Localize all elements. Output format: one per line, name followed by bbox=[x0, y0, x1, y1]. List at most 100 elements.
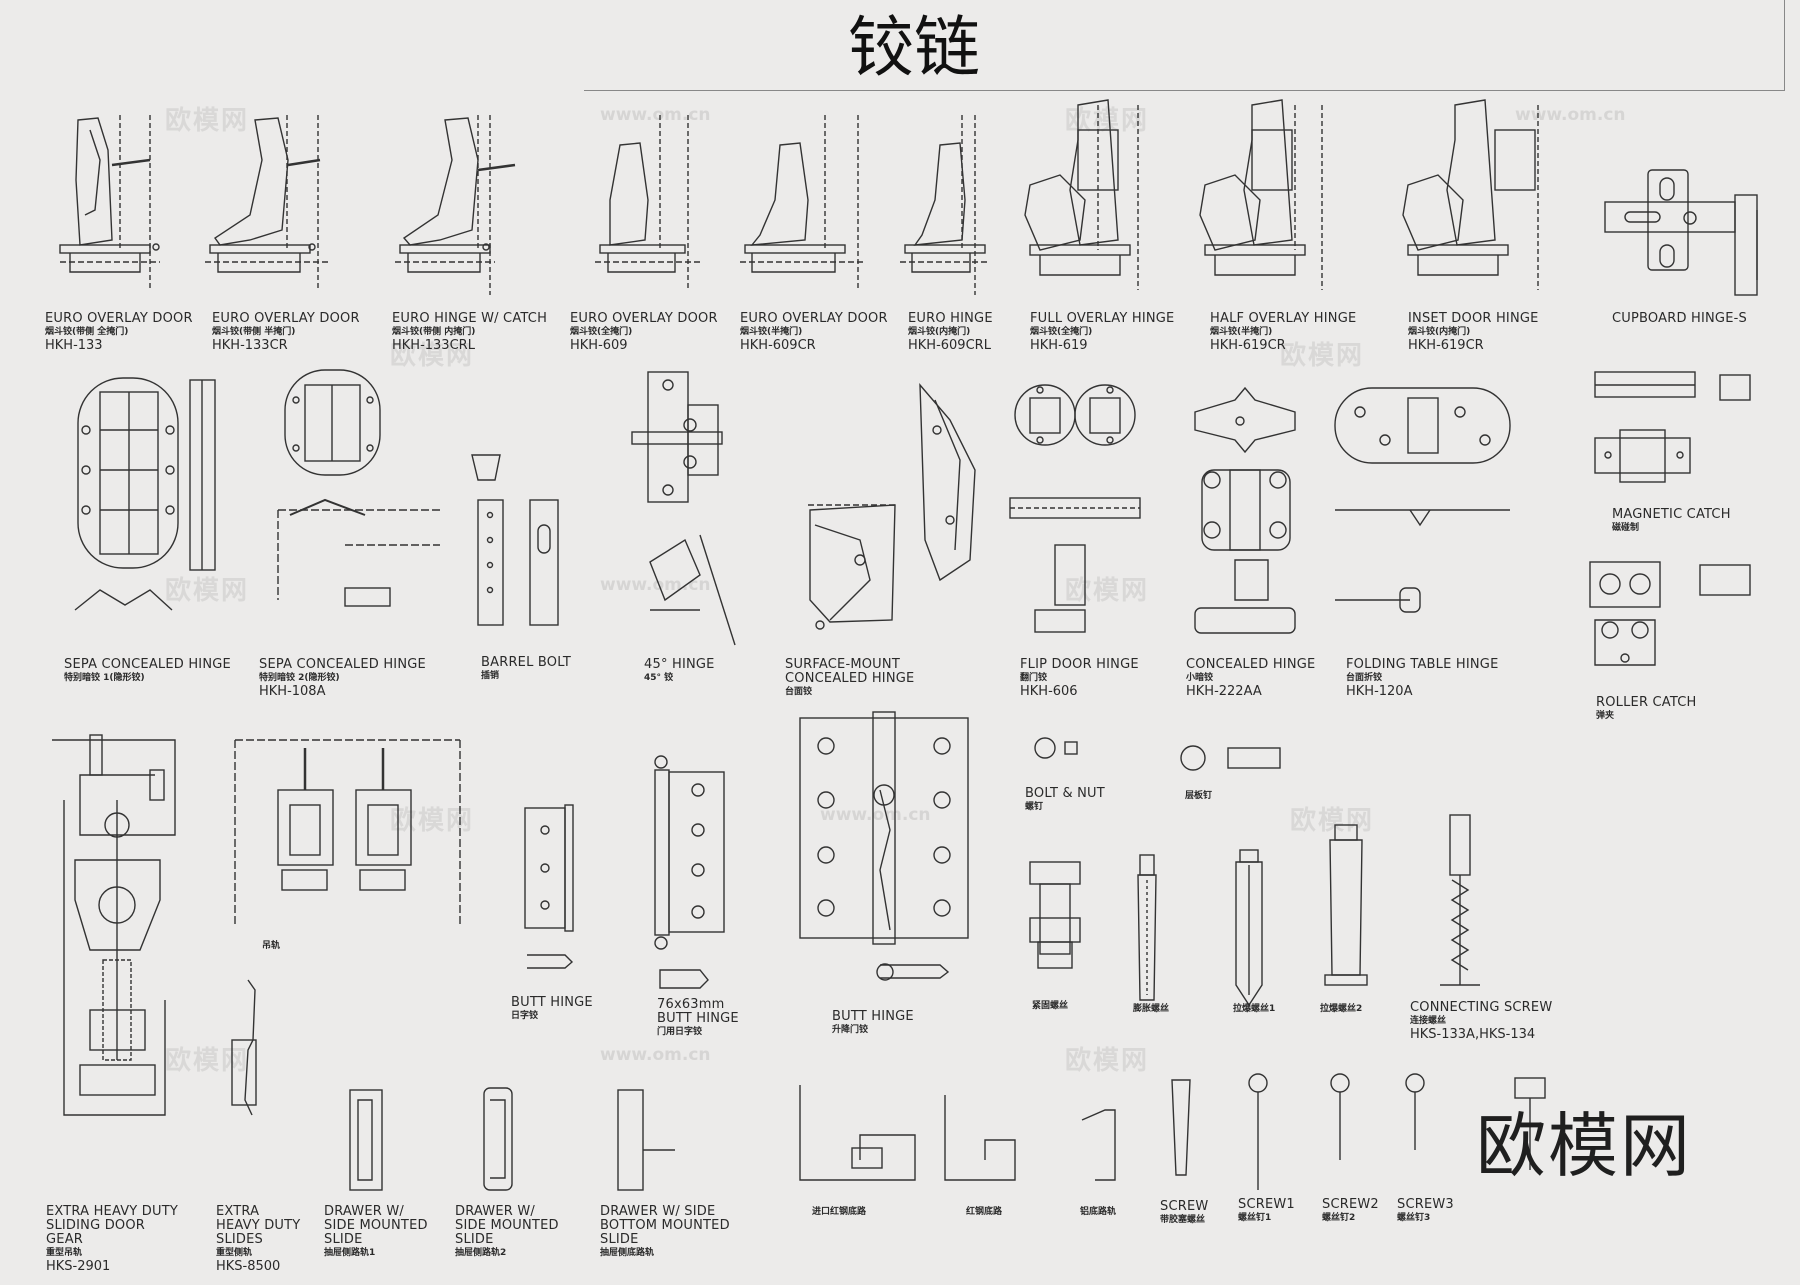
drawing-barrel-bolt bbox=[471, 454, 559, 626]
drawing-sepa-concealed-hinge-2 bbox=[277, 369, 440, 607]
drawing-butt-hinge-rising bbox=[799, 711, 969, 981]
drawing-concealed-hinge bbox=[1194, 386, 1296, 634]
drawing-drawer-slide-2 bbox=[483, 1087, 513, 1191]
drawing-imported-red-rail bbox=[799, 1085, 916, 1181]
watermark: 欧模网 bbox=[1290, 806, 1375, 836]
watermark-url: www.om.cn bbox=[600, 105, 711, 125]
watermark: 欧模网 bbox=[1065, 576, 1150, 606]
drawing-expansion-screw bbox=[1137, 854, 1157, 1001]
watermark: 欧模网 bbox=[165, 106, 250, 136]
label-plastic-anchor-1: 拉爆螺丝1 bbox=[1233, 1004, 1276, 1014]
drawing-magnetic-catch bbox=[1594, 371, 1751, 483]
drawing-bolt-nut-top bbox=[1034, 737, 1281, 771]
label-imported-red-rail: 进口红钢底路 bbox=[812, 1207, 867, 1217]
label-plastic-anchor-2: 拉爆螺丝2 bbox=[1320, 1004, 1363, 1014]
brand-watermark: 欧模网 bbox=[1476, 1105, 1692, 1187]
drawing-butt-hinge-small bbox=[524, 804, 574, 969]
drawing-euro-hinge-1 bbox=[59, 115, 160, 290]
drawing-sepa-concealed-hinge-1 bbox=[74, 377, 216, 611]
watermark: 欧模网 bbox=[165, 1046, 250, 1076]
label-red-rail: 红钢底路 bbox=[966, 1207, 1003, 1217]
watermark: 欧模网 bbox=[1065, 1046, 1150, 1076]
drawing-surface-mount-concealed-hinge bbox=[808, 383, 976, 630]
drawing-plastic-anchor-1 bbox=[1235, 849, 1263, 1007]
label-aluminum-rail: 铝底路轨 bbox=[1080, 1207, 1117, 1217]
label-hanger: 吊轨 bbox=[262, 941, 281, 951]
watermark-url: www.om.cn bbox=[600, 1045, 711, 1065]
drawing-aluminum-rail bbox=[1081, 1109, 1116, 1181]
drawing-half-overlay-hinge bbox=[1199, 99, 1323, 290]
watermark: 欧模网 bbox=[165, 576, 250, 606]
drawing-euro-hinge-6 bbox=[900, 115, 990, 295]
drawing-full-overlay-hinge bbox=[1024, 99, 1139, 290]
drawing-plastic-anchor-2 bbox=[1324, 824, 1368, 986]
drawing-connecting-screw bbox=[1440, 814, 1480, 986]
watermark-url: www.om.cn bbox=[820, 805, 931, 825]
drawing-drawer-slide-1 bbox=[349, 1089, 383, 1191]
drawing-tight-screw bbox=[1029, 861, 1081, 969]
drawing-cupboard-hinge-s bbox=[1604, 169, 1758, 296]
drawing-red-rail bbox=[944, 1095, 1016, 1181]
title-frame bbox=[584, 0, 1785, 91]
watermark: 欧模网 bbox=[390, 341, 475, 371]
drawing-roller-catch bbox=[1589, 561, 1751, 666]
page-title: 铰链 bbox=[848, 9, 980, 86]
drawing-folding-table-hinge bbox=[1334, 387, 1511, 613]
watermark: 欧模网 bbox=[390, 806, 475, 836]
drawing-duty-slides bbox=[231, 979, 257, 1116]
drawing-hinge-45 bbox=[631, 371, 736, 646]
drawing-euro-hinge-2 bbox=[205, 115, 330, 290]
drawing-inset-door-hinge bbox=[1402, 99, 1539, 290]
label-expansion-screw: 膨胀螺丝 bbox=[1133, 1004, 1170, 1014]
drawing-sliding-door-gear bbox=[52, 734, 176, 1116]
label-cupboard-hinge-s: CUPBOARD HINGE-S bbox=[1612, 311, 1747, 326]
drawing-euro-hinge-4 bbox=[595, 115, 700, 290]
watermark-url: www.om.cn bbox=[600, 575, 711, 595]
drawing-drawer-side-bottom-slide bbox=[617, 1089, 675, 1191]
drawing-euro-hinge-3 bbox=[395, 115, 516, 295]
drawing-screws bbox=[1171, 1073, 1546, 1190]
label-shelf-pin: 层板钉 bbox=[1185, 791, 1213, 801]
drawing-flip-door-hinge bbox=[1009, 384, 1141, 633]
drawing-hanger bbox=[234, 739, 461, 925]
watermark-url: www.om.cn bbox=[1515, 105, 1626, 125]
watermark: 欧模网 bbox=[1280, 341, 1365, 371]
drawing-butt-hinge-76 bbox=[654, 755, 725, 989]
drawing-euro-hinge-5 bbox=[740, 115, 865, 290]
